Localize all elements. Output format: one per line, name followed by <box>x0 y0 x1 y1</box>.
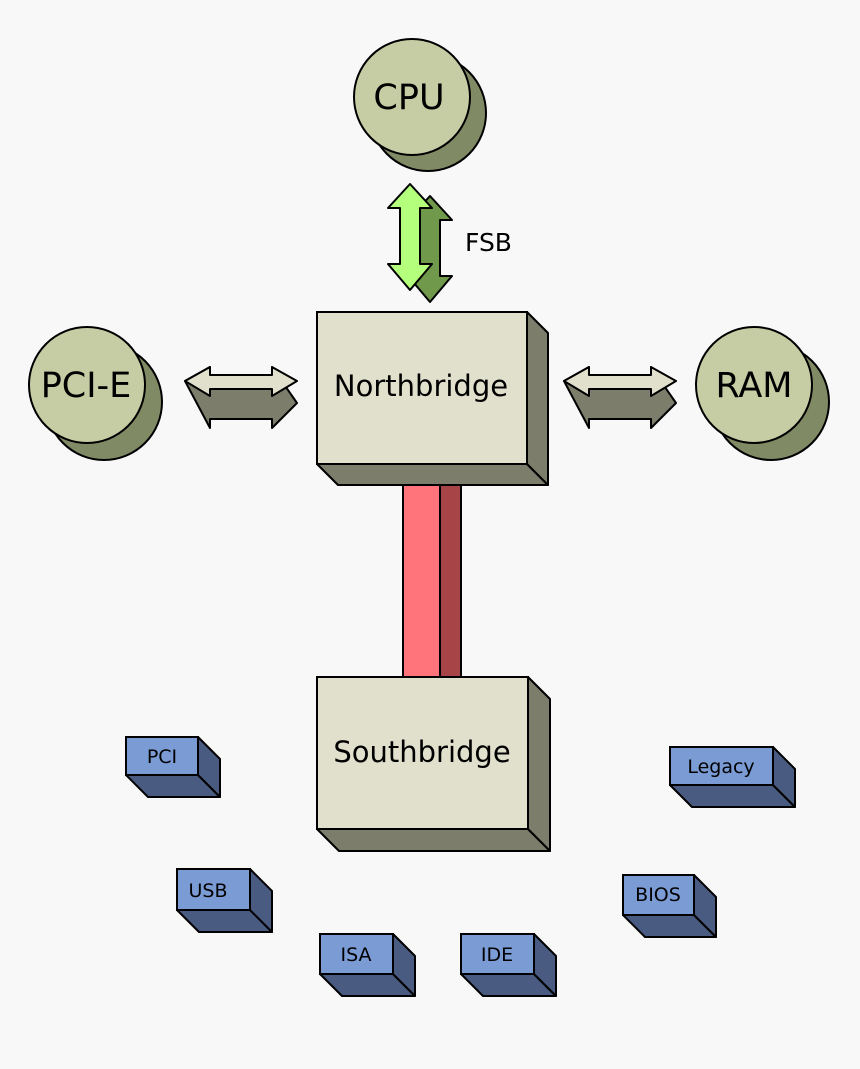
northbridge-block: Northbridge <box>316 311 549 486</box>
pci-chip: PCI <box>125 736 221 798</box>
ram-node: RAM <box>695 326 830 461</box>
pcie-label: PCI-E <box>41 366 132 406</box>
northbridge-southbridge-link <box>402 461 462 681</box>
northbridge-label: Northbridge <box>334 369 508 403</box>
southbridge-block: Southbridge <box>316 676 551 852</box>
fsb-arrow <box>387 183 453 303</box>
bios-label: BIOS <box>635 884 681 906</box>
legacy-label: Legacy <box>687 756 754 778</box>
ram-label: RAM <box>715 366 792 406</box>
pcie-node: PCI-E <box>28 326 163 461</box>
bios-chip: BIOS <box>622 874 717 938</box>
pci-label: PCI <box>147 746 177 768</box>
ide-label: IDE <box>481 944 513 966</box>
pcie-northbridge-arrow <box>184 366 298 429</box>
cpu-node: CPU <box>353 38 487 172</box>
isa-chip: ISA <box>319 933 416 997</box>
usb-label: USB <box>188 880 227 902</box>
fsb-label: FSB <box>465 228 512 257</box>
ide-chip: IDE <box>460 933 557 997</box>
usb-chip: USB <box>176 868 273 933</box>
legacy-chip: Legacy <box>669 746 796 808</box>
northbridge-ram-arrow <box>563 366 677 429</box>
cpu-label: CPU <box>373 78 444 118</box>
isa-label: ISA <box>340 944 371 966</box>
southbridge-label: Southbridge <box>333 735 510 769</box>
